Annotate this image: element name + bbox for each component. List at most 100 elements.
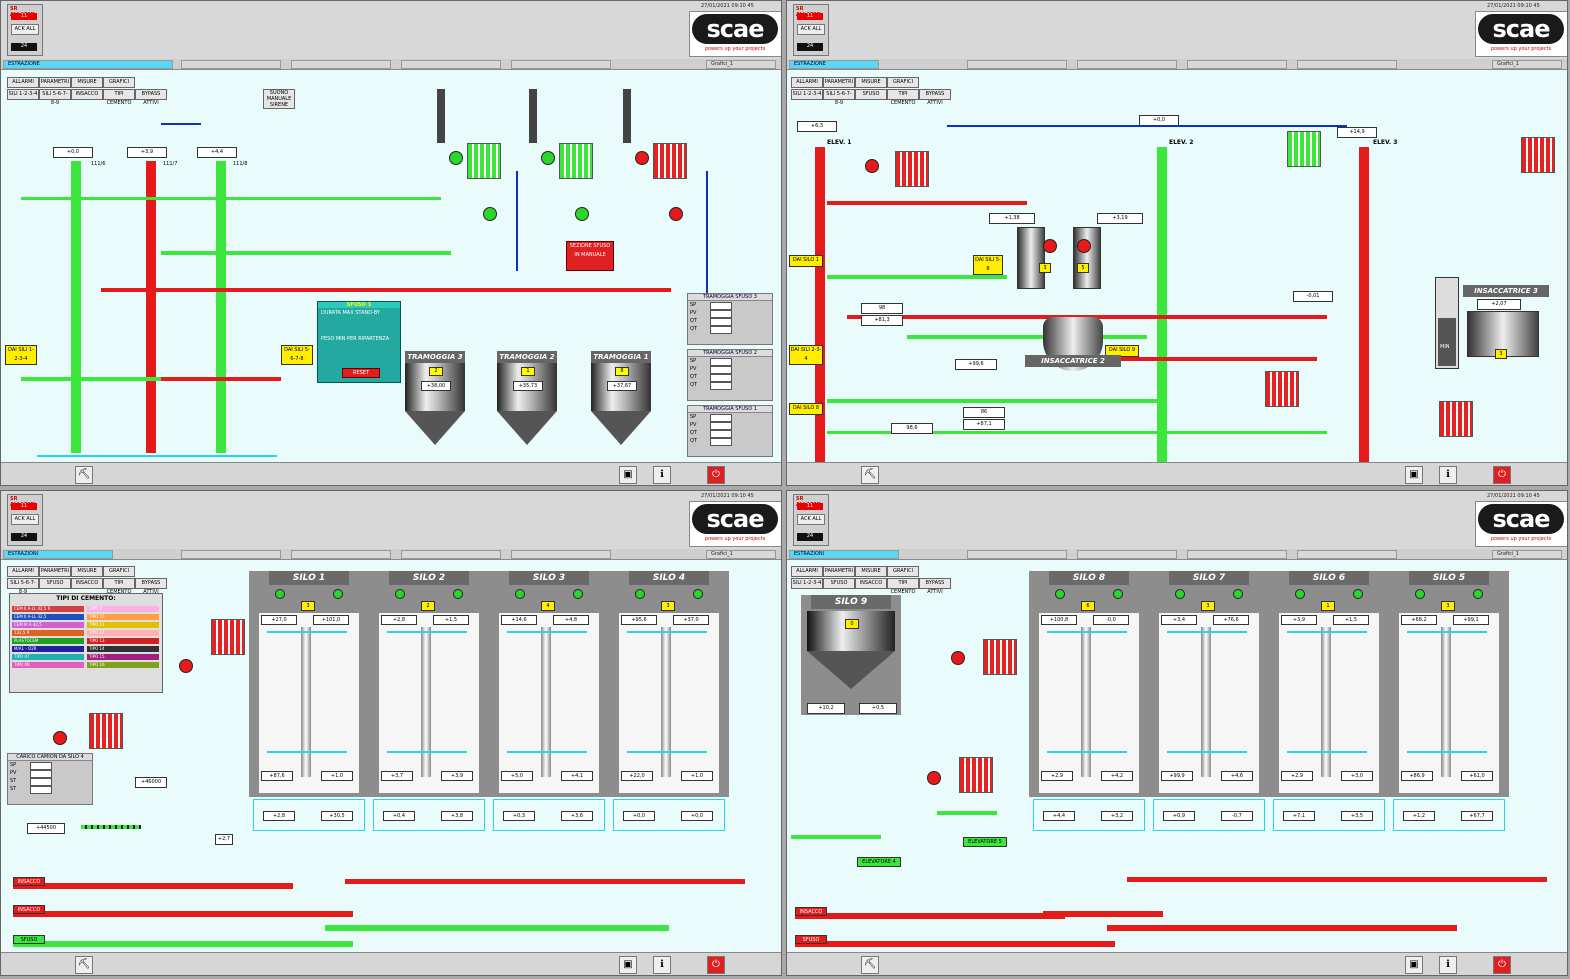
menu-bypass-4[interactable]: BYPASS ATTIVI [919, 578, 951, 595]
ack-all-button-2[interactable]: ACK ALL [797, 24, 825, 35]
tab-5b[interactable] [1297, 60, 1397, 69]
tab-estrazioni-4[interactable]: ESTRAZIONI [789, 550, 899, 559]
fan-p4-b[interactable] [927, 771, 941, 785]
menu-grafici[interactable]: GRAFICI [103, 77, 135, 88]
menu-misure-2[interactable]: MISURE [855, 77, 887, 88]
tab-5[interactable] [511, 60, 611, 69]
menu-parametri-2[interactable]: PARAMETRI [823, 77, 855, 88]
info-icon-2[interactable]: ℹ [1439, 466, 1457, 484]
menu-insacco-3[interactable]: INSACCO [71, 578, 103, 589]
fan-5[interactable] [575, 207, 589, 221]
ack-all-button[interactable]: ACK ALL [11, 24, 39, 35]
menu-sili-3[interactable]: SILI 5-6-7-8-9 [7, 578, 39, 595]
silo-pct-b: +101,0 [313, 615, 349, 625]
tab-estrazione[interactable]: ESTRAZIONE [3, 60, 173, 69]
menu-misure-4[interactable]: MISURE [855, 566, 887, 577]
menu-sfuso-4[interactable]: SFUSO [823, 578, 855, 589]
menu-allarmi[interactable]: ALLARMI [7, 77, 39, 88]
pickaxe-icon-2[interactable]: ⛏ [861, 466, 879, 484]
tab-grafici[interactable]: Grafici_1 [706, 60, 776, 69]
info-icon-4[interactable]: ℹ [1439, 956, 1457, 974]
power-icon-4[interactable]: ⏻ [1493, 956, 1511, 974]
tab-4d[interactable] [1187, 550, 1287, 559]
fan-6[interactable] [669, 207, 683, 221]
tab-4b[interactable] [1187, 60, 1287, 69]
menu-sfuso-3[interactable]: SFUSO [39, 578, 71, 589]
tab-grafici-4[interactable]: Grafici_1 [1492, 550, 1562, 559]
menu-grafici-2[interactable]: GRAFICI [887, 77, 919, 88]
menu-misure[interactable]: MISURE [71, 77, 103, 88]
menu-allarmi-2[interactable]: ALLARMI [791, 77, 823, 88]
fan-p3-a[interactable] [53, 731, 67, 745]
menu-misure-3[interactable]: MISURE [71, 566, 103, 577]
menu-grafici-4[interactable]: GRAFICI [887, 566, 919, 577]
tab-estrazione-2[interactable]: ESTRAZIONE [789, 60, 879, 69]
menu-tipi-cemento[interactable]: TIPI CEMENTO [103, 89, 135, 106]
fan-4[interactable] [483, 207, 497, 221]
monitor-icon-2[interactable]: ▣ [1405, 466, 1423, 484]
pickaxe-icon-4[interactable]: ⛏ [861, 956, 879, 974]
tab-2c[interactable] [181, 550, 281, 559]
menu-sili-1-2[interactable]: SILI 1-2-3-4 [791, 89, 823, 100]
menu-tipi-cemento-2[interactable]: TIPI CEMENTO [887, 89, 919, 106]
info-icon[interactable]: ℹ [653, 466, 671, 484]
menu-insacco-4[interactable]: INSACCO [855, 578, 887, 589]
tab-grafici-3[interactable]: Grafici_1 [706, 550, 776, 559]
tab-2d[interactable] [967, 550, 1067, 559]
tab-3b[interactable] [1077, 60, 1177, 69]
menu-bypass-2[interactable]: BYPASS ATTIVI [919, 89, 951, 106]
menu-allarmi-3[interactable]: ALLARMI [7, 566, 39, 577]
tab-5d[interactable] [1297, 550, 1397, 559]
fan-p3-b[interactable] [179, 659, 193, 673]
menu-tipi-3[interactable]: TIPI CEMENTO [103, 578, 135, 595]
tab-3d[interactable] [1077, 550, 1177, 559]
menu-sfuso-2[interactable]: SFUSO [855, 89, 887, 100]
tab-estrazioni[interactable]: ESTRAZIONI [3, 550, 113, 559]
menu-sili-1[interactable]: SILI 1-2-3-4 [7, 89, 39, 100]
menu-sili-2[interactable]: SILI 5-6-7-8-9 [39, 89, 71, 106]
tab-4c[interactable] [401, 550, 501, 559]
silo-column [1081, 627, 1091, 777]
silo-hopper [1393, 799, 1505, 831]
bin-b-fan[interactable] [1077, 239, 1091, 253]
pipe-blue-2 [516, 171, 518, 271]
pickaxe-icon[interactable]: ⛏ [75, 466, 93, 484]
tab-3c[interactable] [291, 550, 391, 559]
monitor-icon-3[interactable]: ▣ [619, 956, 637, 974]
menu-parametri-4[interactable]: PARAMETRI [823, 566, 855, 577]
fan-p4-a[interactable] [951, 651, 965, 665]
power-icon-3[interactable]: ⏻ [707, 956, 725, 974]
menu-bypass-3[interactable]: BYPASS ATTIVI [135, 578, 167, 595]
menu-allarmi-4[interactable]: ALLARMI [791, 566, 823, 577]
tab-5c[interactable] [511, 550, 611, 559]
pickaxe-icon-3[interactable]: ⛏ [75, 956, 93, 974]
menu-sili-2-2[interactable]: SILI 5-6-7-8-9 [823, 89, 855, 106]
ack-all-button-4[interactable]: ACK ALL [797, 514, 825, 525]
tab-grafici-2[interactable]: Grafici_1 [1492, 60, 1562, 69]
menu-sili-4[interactable]: SILI 1-2-3-4 [791, 578, 823, 589]
tab-2b[interactable] [967, 60, 1067, 69]
dai-silo-9: DAI SILO 9 [1105, 345, 1139, 357]
tab-3[interactable] [291, 60, 391, 69]
menu-parametri-3[interactable]: PARAMETRI [39, 566, 71, 577]
power-icon-2[interactable]: ⏻ [1493, 466, 1511, 484]
fan-2[interactable] [541, 151, 555, 165]
menu-insacco[interactable]: INSACCO [71, 89, 103, 100]
sfuso-reset-button[interactable]: RESET [342, 368, 380, 378]
menu-bypass[interactable]: BYPASS ATTIVI [135, 89, 167, 106]
tab-4[interactable] [401, 60, 501, 69]
fan-3[interactable] [635, 151, 649, 165]
power-icon[interactable]: ⏻ [707, 466, 725, 484]
menu-parametri[interactable]: PARAMETRI [39, 77, 71, 88]
fan-elev-1[interactable] [865, 159, 879, 173]
monitor-icon-4[interactable]: ▣ [1405, 956, 1423, 974]
ack-all-button-3[interactable]: ACK ALL [11, 514, 39, 525]
bin-a-fan[interactable] [1043, 239, 1057, 253]
menu-grafici-3[interactable]: GRAFICI [103, 566, 135, 577]
manual-siren-button[interactable]: SUONO MANUALE SIRENE [263, 89, 295, 109]
info-icon-3[interactable]: ℹ [653, 956, 671, 974]
monitor-icon[interactable]: ▣ [619, 466, 637, 484]
tab-2[interactable] [181, 60, 281, 69]
menu-tipi-4[interactable]: TIPI CEMENTO [887, 578, 919, 595]
fan-1[interactable] [449, 151, 463, 165]
